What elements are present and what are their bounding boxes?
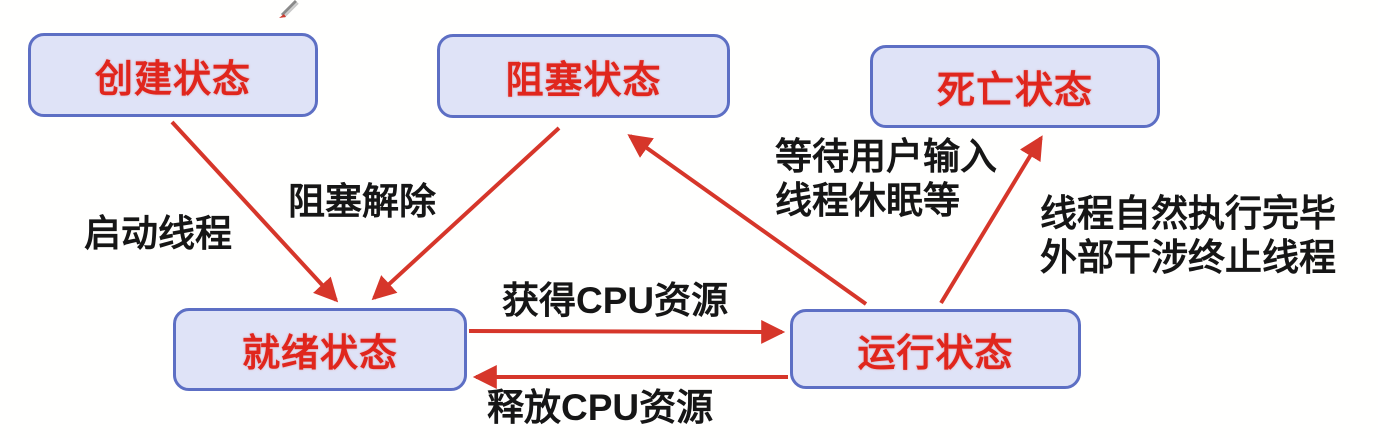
edge-label-block: 等待用户输入 线程休眠等 — [775, 135, 997, 223]
state-label-created: 创建状态 — [94, 58, 251, 101]
edge-label-terminate-line2: 外部干涉终止线程 — [1040, 237, 1336, 278]
edge-label-block-line1: 等待用户输入 — [775, 136, 997, 177]
arrow-acquire-cpu — [468, 319, 786, 344]
state-box-created: 创建状态 — [28, 33, 318, 117]
edge-label-release-cpu: 释放CPU资源 — [487, 387, 714, 428]
arrow-terminate — [939, 135, 1043, 305]
edge-label-terminate-line1: 线程自然执行完毕 — [1040, 193, 1336, 234]
edge-label-start-thread: 启动线程 — [84, 213, 232, 254]
state-box-running: 运行状态 — [790, 309, 1081, 389]
edge-label-terminate: 线程自然执行完毕 外部干涉终止线程 — [1040, 192, 1336, 280]
arrow-unblock — [371, 126, 561, 301]
arrow-start-thread — [170, 120, 339, 303]
state-label-blocked: 阻塞状态 — [505, 59, 662, 102]
arrow-block — [627, 134, 868, 306]
state-label-ready: 就绪状态 — [241, 333, 398, 375]
edge-label-unblock: 阻塞解除 — [288, 181, 436, 222]
state-box-ready: 就绪状态 — [173, 308, 467, 391]
state-label-running: 运行状态 — [857, 332, 1014, 375]
pen-cursor-icon — [279, 0, 299, 18]
edge-label-block-line2: 线程休眠等 — [775, 180, 960, 221]
state-label-dead: 死亡状态 — [936, 70, 1093, 112]
state-box-blocked: 阻塞状态 — [437, 34, 730, 118]
edge-label-acquire-cpu: 获得CPU资源 — [502, 280, 729, 321]
state-box-dead: 死亡状态 — [870, 45, 1160, 128]
